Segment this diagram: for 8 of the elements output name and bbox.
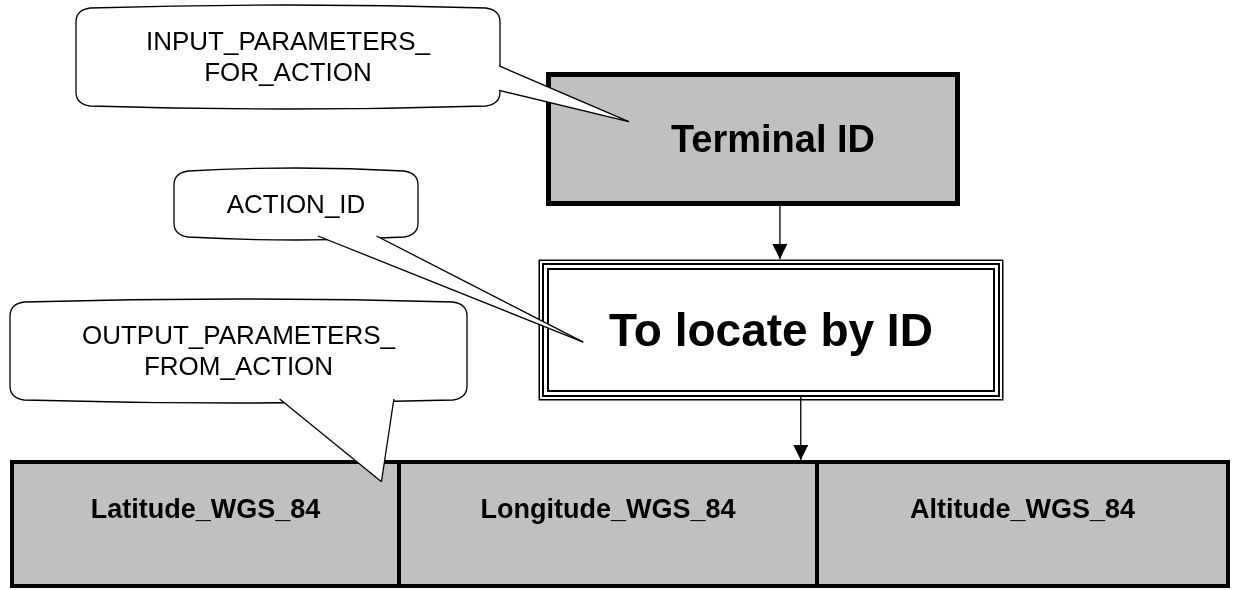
box-label: Longitude_WGS_84 [480,493,736,525]
arrow [772,205,788,260]
process-box [546,72,960,206]
box-label: Latitude_WGS_84 [90,493,321,525]
box-label: To locate by ID [609,303,933,357]
box-label: Altitude_WGS_84 [909,493,1135,525]
box-label: Terminal ID [670,117,876,161]
arrow [793,396,809,461]
